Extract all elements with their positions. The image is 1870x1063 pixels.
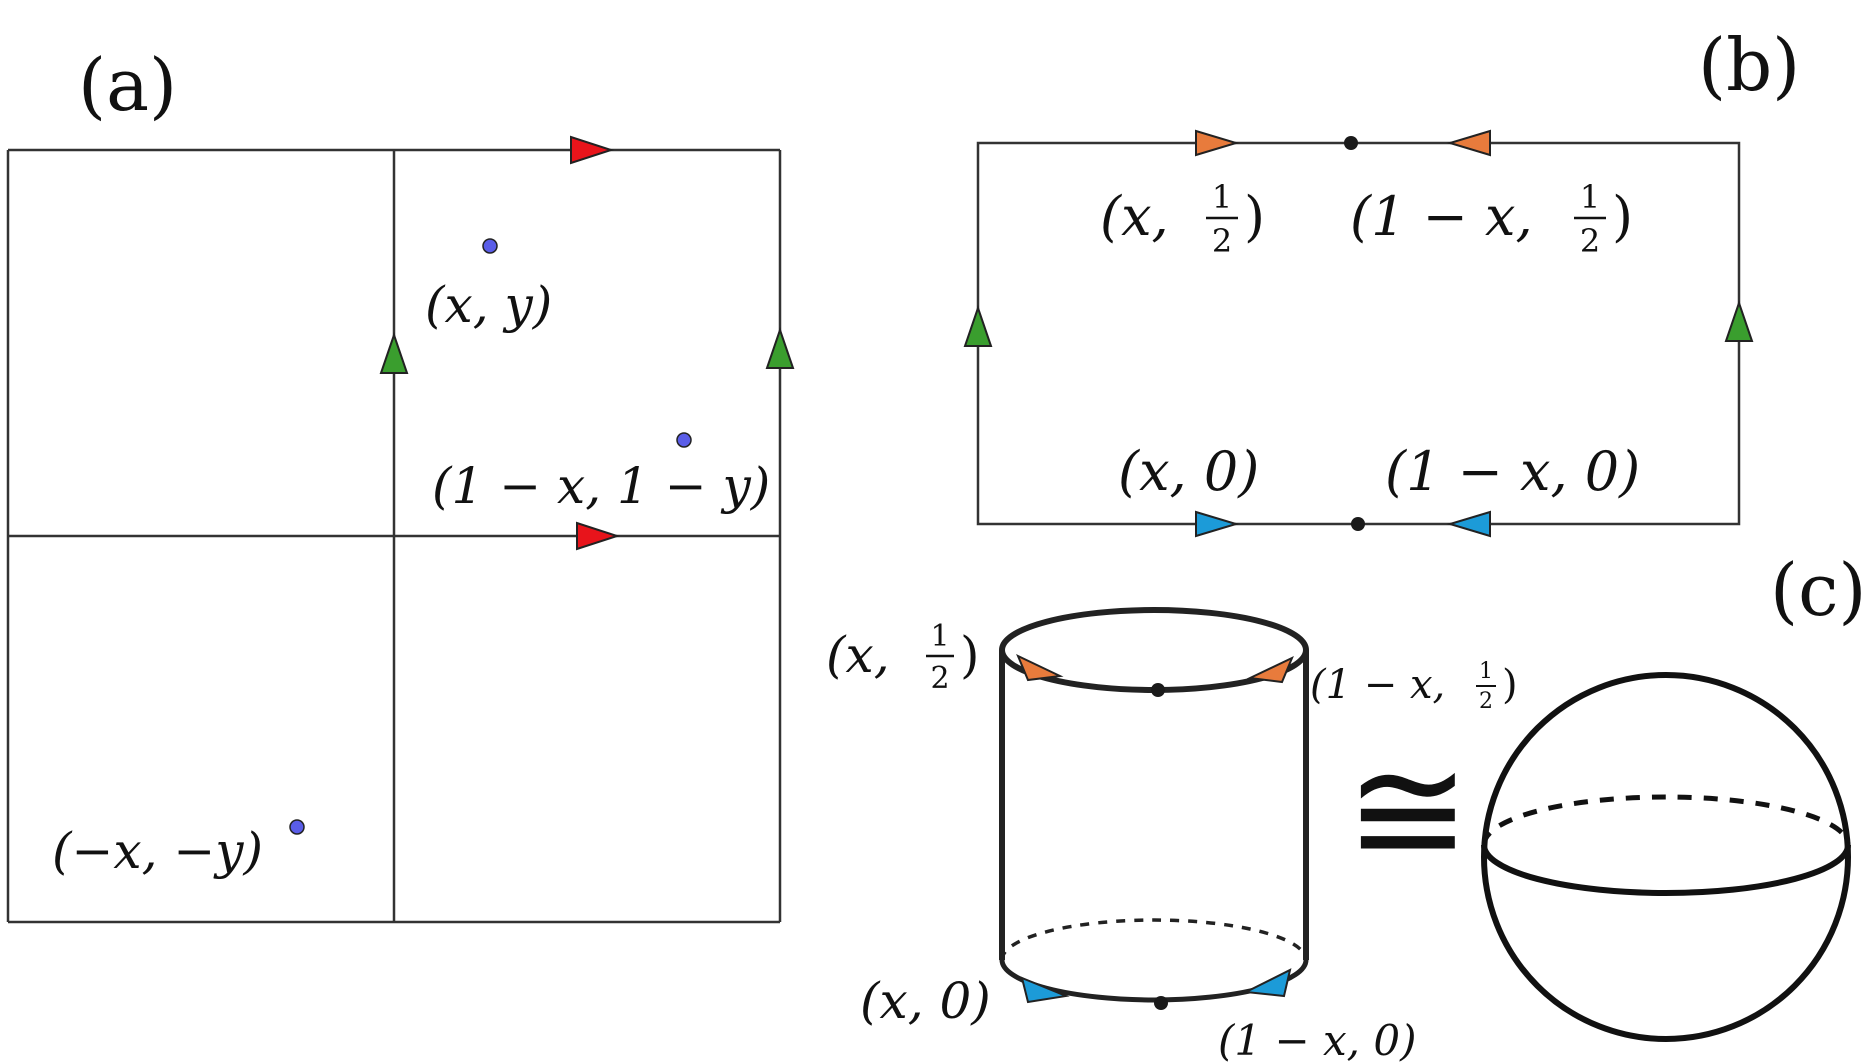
label-1mx-1my: (1 − x, 1 − y): [432, 457, 770, 515]
sphere-outline: [1481, 672, 1851, 1042]
cyl-label-x-half-suffix: ): [960, 626, 980, 684]
congruence-symbol: ≅: [1345, 724, 1471, 898]
label-x-half-suffix: ): [1244, 185, 1265, 248]
green-arrow-right-side: [1724, 299, 1754, 342]
cyl-orange-arrow-left: [1016, 653, 1064, 682]
label-x-y: (x, y): [425, 276, 552, 334]
cyl-label-x-half-numerator: 1: [930, 619, 949, 654]
label-1mx-half-prefix: (1 − x,: [1350, 185, 1533, 248]
panel-c-label: (c): [1770, 548, 1867, 632]
cyl-label-x-half-prefix: (x,: [826, 626, 890, 684]
orange-arrow-top-right: [1446, 129, 1491, 157]
red-arrow-top: [570, 135, 615, 165]
blue-arrow-bottom-right: [1446, 510, 1491, 538]
orange-arrow-top-left: [1195, 129, 1240, 157]
cyl-top-point: [1151, 683, 1165, 697]
cyl-label-x-0: (x, 0): [860, 972, 991, 1030]
cylinder: [999, 607, 1309, 1003]
label-x-half-prefix: (x,: [1100, 185, 1169, 248]
cyl-label-1mx-half: (1 − x, 1 2 ): [1310, 659, 1518, 714]
point-1mx-1my: [676, 432, 692, 448]
label-mx-my: (−x, −y): [52, 822, 263, 880]
green-arrow-right: [765, 326, 795, 369]
sphere-equator-front: [1481, 844, 1851, 896]
panel-b-label: (b): [1698, 23, 1800, 107]
label-x-0: (x, 0): [1118, 440, 1259, 503]
cyl-label-1mx-half-numerator: 1: [1479, 659, 1493, 684]
panel-a: (a) (x, y) (1 − x, 1 − y) (−x, −y): [6, 43, 795, 924]
cyl-label-x-half-denominator: 2: [930, 661, 949, 696]
sphere: [1481, 672, 1851, 1042]
panel-c: (c) (x, 1 2 ) (1 − x, 1 2 ): [826, 548, 1867, 1063]
cyl-orange-arrow-right: [1246, 655, 1294, 684]
point-x-y: [482, 238, 498, 254]
green-arrow-middle: [379, 331, 409, 374]
cyl-label-1mx-0: (1 − x, 0): [1218, 1016, 1417, 1063]
midpoint-top: [1344, 136, 1358, 150]
cyl-label-x-half: (x, 1 2 ): [826, 619, 980, 696]
blue-arrow-bottom-left: [1195, 510, 1240, 538]
cyl-bottom-point: [1154, 996, 1168, 1010]
label-1mx-half-numerator: 1: [1580, 178, 1600, 216]
midpoint-bottom: [1351, 517, 1365, 531]
cylinder-bottom-back-arc: [1000, 918, 1308, 961]
panel-a-label: (a): [78, 43, 177, 127]
sphere-equator-back: [1481, 794, 1851, 846]
cyl-label-1mx-half-prefix: (1 − x,: [1310, 662, 1445, 708]
label-1mx-half-denominator: 2: [1580, 222, 1600, 260]
red-arrow-middle: [576, 521, 621, 551]
label-1mx-half: (1 − x, 1 2 ): [1350, 178, 1633, 260]
cyl-label-1mx-half-denominator: 2: [1479, 689, 1493, 714]
label-1mx-0: (1 − x, 0): [1385, 440, 1640, 503]
panel-a-grid: [6, 148, 782, 924]
point-mx-my: [289, 819, 305, 835]
label-x-half-denominator: 2: [1212, 222, 1232, 260]
cyl-label-1mx-half-suffix: ): [1502, 662, 1518, 708]
cyl-blue-arrow-right: [1242, 968, 1292, 998]
green-arrow-left-side: [963, 304, 993, 347]
panel-b: (b) (x, 1 2 ) (1 − x, 1 2 ) (x,: [963, 23, 1800, 538]
label-x-half-numerator: 1: [1212, 178, 1232, 216]
label-1mx-half-suffix: ): [1612, 185, 1633, 248]
label-x-half: (x, 1 2 ): [1100, 178, 1265, 260]
cyl-blue-arrow-left: [1020, 976, 1070, 1004]
